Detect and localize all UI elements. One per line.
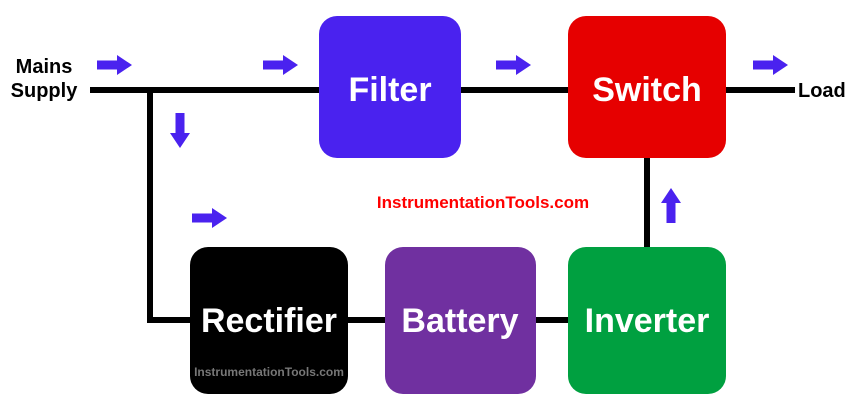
battery-box: [385, 247, 536, 394]
rectifier-box: [190, 247, 348, 394]
filter-label: Filter: [348, 71, 431, 109]
mains-label-line1: Mains: [16, 56, 73, 78]
connection-lines: [90, 87, 795, 323]
block-filter: Filter: [319, 16, 461, 158]
block-switch: Switch: [568, 16, 726, 158]
down-arrow-icon: [170, 113, 190, 148]
switch-box: [568, 16, 726, 158]
rectifier-label: Rectifier: [201, 302, 337, 340]
block-rectifier: Rectifier InstrumentationTools.com: [190, 247, 348, 394]
inverter-label: Inverter: [585, 302, 710, 340]
up-arrow-icon: [661, 188, 681, 223]
watermark-main-text: InstrumentationTools.com: [377, 193, 589, 212]
switch-label: Switch: [592, 71, 702, 109]
block-battery: Battery: [385, 247, 536, 394]
watermark-small-text: InstrumentationTools.com: [194, 365, 344, 379]
right-arrow-icon: [192, 208, 227, 228]
filter-box: [319, 16, 461, 158]
mains-label-line2: Supply: [11, 80, 79, 102]
load-label: Load: [798, 80, 846, 102]
right-arrow-icon: [263, 55, 298, 75]
inverter-box: [568, 247, 726, 394]
right-arrow-icon: [753, 55, 788, 75]
right-arrow-icon: [496, 55, 531, 75]
block-inverter: Inverter: [568, 247, 726, 394]
right-arrow-icon: [97, 55, 132, 75]
battery-label: Battery: [401, 302, 518, 340]
